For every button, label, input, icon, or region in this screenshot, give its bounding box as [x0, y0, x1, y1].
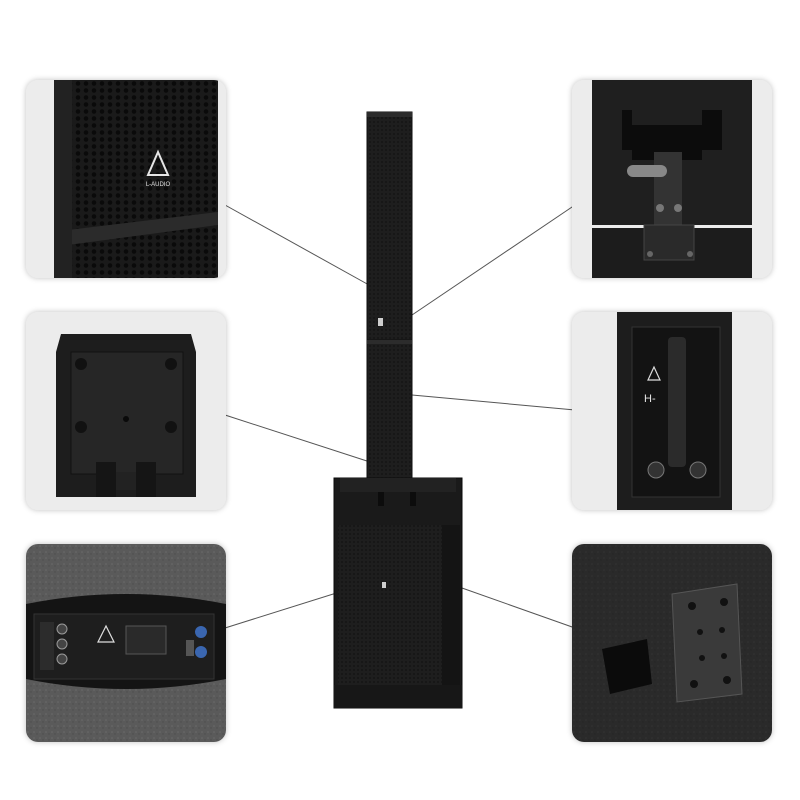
panel-grille-detail: L-AUDIO [26, 80, 226, 278]
panel-mount-plate [26, 312, 226, 510]
handle-recess [602, 639, 652, 694]
lock-recess [622, 110, 722, 160]
upper-column [366, 111, 413, 341]
pole-mount-icon [671, 583, 743, 703]
mount-plate-icon [70, 351, 184, 475]
panel-locking-pin [572, 80, 772, 278]
panel-handle-input: H- [572, 312, 772, 510]
column-logo-badge [378, 318, 383, 326]
subwoofer-grille [338, 525, 442, 690]
lower-column [366, 339, 413, 489]
brand-logo-text: L-AUDIO [146, 182, 171, 188]
column-speaker-system [333, 111, 463, 709]
handle-icon [668, 337, 686, 467]
panel-pole-mount [572, 544, 772, 742]
panel-logo-icon [647, 365, 661, 381]
panel-model-text: H- [644, 393, 656, 405]
lock-pin-icon [654, 152, 682, 232]
panel-amplifier [26, 544, 226, 742]
speaker-grille-icon [68, 80, 218, 278]
brand-logo-icon [146, 149, 170, 176]
sub-logo-badge [382, 582, 386, 588]
